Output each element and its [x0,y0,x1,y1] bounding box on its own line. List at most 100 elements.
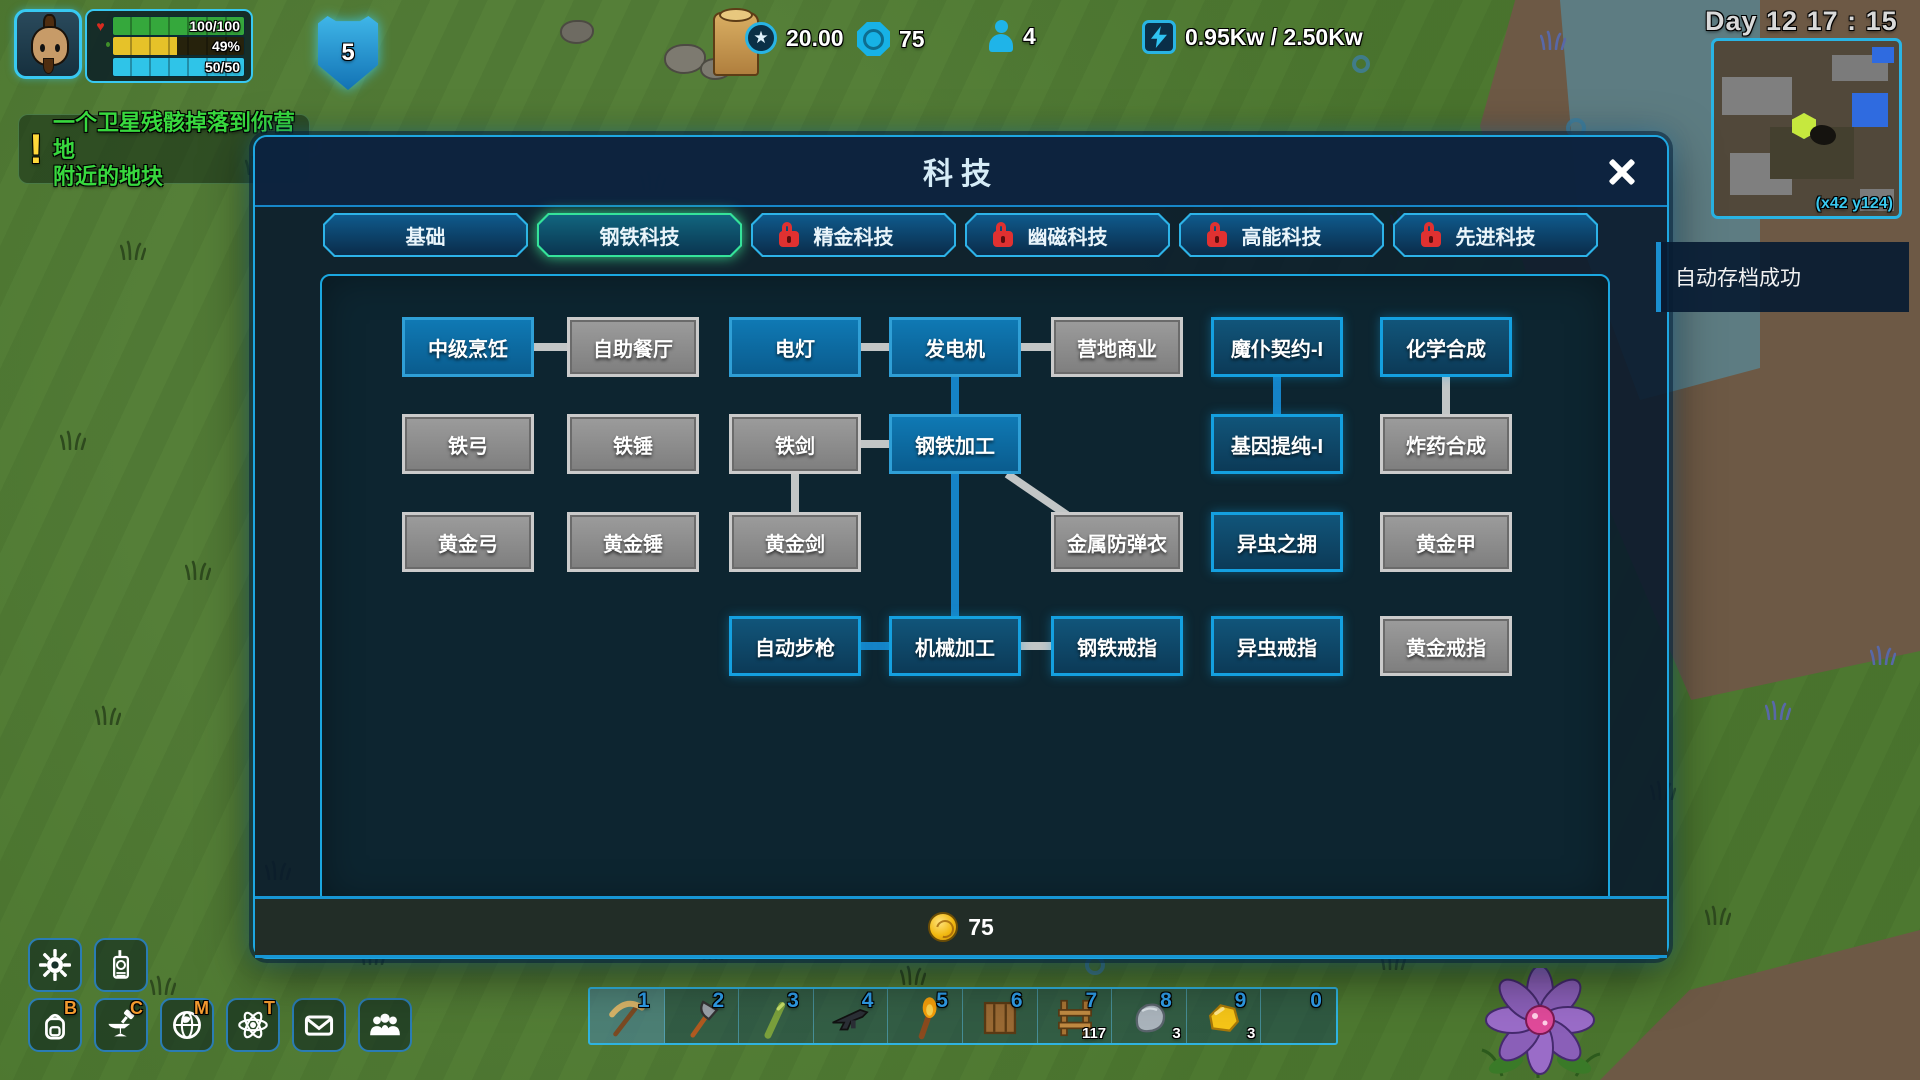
tech-node-黄金甲[interactable]: 黄金甲 [1380,512,1512,572]
slot-number: 3 [787,989,799,1012]
tech-node-发电机[interactable]: 发电机 [889,317,1021,377]
item-count: 3 [1172,1025,1181,1042]
tech-node-基因提纯-I[interactable]: 基因提纯-I [1211,414,1343,474]
gold-coin-icon [928,912,959,942]
tab-钢铁科技[interactable]: 钢铁科技 [537,213,742,257]
grass-tuft [1869,645,1897,666]
crafting-button[interactable]: C [94,998,148,1052]
slot-number: 1 [637,989,650,1012]
purple-flower-plant [1472,965,1608,1080]
tech-node-化学合成[interactable]: 化学合成 [1380,317,1512,377]
food-value: 49% [211,38,240,54]
settings-button[interactable] [28,938,82,992]
notification-text: 一个卫星残骸掉落到你营地 附近的地块 [53,109,296,189]
hotkey-label: B [64,998,77,1018]
population-resource: 4 [988,20,1036,52]
game-time: Day 12 17 : 15 [1705,6,1898,36]
inventory-button[interactable]: B [28,998,82,1052]
tech-node-魔仆契约-I[interactable]: 魔仆契约-I [1211,317,1343,377]
tech-node-机械加工[interactable]: 机械加工 [889,616,1021,676]
dialog-title: 科技 [923,158,999,191]
social-button[interactable] [358,998,412,1052]
slot-number: 0 [1310,989,1322,1012]
slot-number: 5 [936,989,948,1012]
population-value: 4 [1023,22,1036,49]
grass-tuft [94,705,122,726]
tech-node-电灯[interactable]: 电灯 [729,317,861,377]
toast-text: 自动存档成功 [1675,267,1801,290]
hotbar-slot-4-rifle[interactable]: 4 [814,989,889,1043]
slot-number: 2 [712,989,725,1012]
power-resource: 0.95Kw / 2.50Kw [1142,20,1363,54]
tab-基础[interactable]: 基础 [323,213,528,257]
tech-node-中级烹饪[interactable]: 中级烹饪 [402,317,534,377]
water-value: 50/50 [204,58,240,75]
slot-number: 6 [1010,989,1023,1012]
avatar-beard [43,58,54,74]
mail-button[interactable] [292,998,346,1052]
tab-label: 基础 [405,226,446,249]
tab-label: 先进科技 [1455,226,1536,249]
tech-tab-bar: 基础 钢铁科技 精金科技幽磁科技高能科技 先进科技 [323,213,1603,257]
close-icon[interactable] [1603,153,1641,191]
tech-node-铁剑[interactable]: 铁剑 [729,414,861,474]
tech-node-自动步枪[interactable]: 自动步枪 [729,616,861,676]
hotbar-slot-6-crate[interactable]: 6 [963,989,1038,1043]
hotbar-slot-3-club[interactable]: 3 [739,989,814,1043]
tech-node-营地商业[interactable]: 营地商业 [1051,317,1183,377]
slot-number: 9 [1234,989,1247,1012]
tech-node-黄金戒指[interactable]: 黄金戒指 [1380,616,1512,676]
lock-icon [779,222,799,248]
tab-精金科技[interactable]: 精金科技 [751,213,956,257]
tech-node-铁锤[interactable]: 铁锤 [567,414,699,474]
minimap-coordinates: (x42 y124) [1815,195,1893,212]
grass-tuft [1704,905,1732,926]
grass-tuft [184,560,212,581]
tech-node-钢铁戒指[interactable]: 钢铁戒指 [1051,616,1183,676]
player-avatar[interactable] [14,9,82,79]
minimap[interactable]: (x42 y124) [1711,38,1902,219]
coin-value: 75 [968,913,994,940]
health-bar: 100/100 [112,15,245,36]
tech-node-炸药合成[interactable]: 炸药合成 [1380,414,1512,474]
shield-badge: 5 [318,16,378,90]
tab-高能科技[interactable]: 高能科技 [1179,213,1384,257]
grass-tuft [59,430,87,451]
hotbar-slot-7-fence[interactable]: 7 117 [1038,989,1113,1043]
tech-node-黄金弓[interactable]: 黄金弓 [402,512,534,572]
hotkey-label: T [264,998,275,1018]
item-count: 3 [1247,1025,1256,1042]
tech-node-钢铁加工[interactable]: 钢铁加工 [889,414,1021,474]
population-icon [988,20,1014,52]
heart-icon: ♥ [96,17,105,34]
hotbar-slot-0[interactable]: 0 [1261,989,1336,1043]
water-bar: 50/50 [112,56,245,77]
dialog-footer: 75 [255,896,1667,958]
tech-node-铁弓[interactable]: 铁弓 [402,414,534,474]
tab-label: 钢铁科技 [599,226,680,249]
hotbar-slot-1-pickaxe[interactable]: 1 [590,989,665,1043]
grass-tuft [119,240,147,261]
slot-number: 7 [1085,989,1098,1012]
tech-node-异虫戒指[interactable]: 异虫戒指 [1211,616,1343,676]
gem-value: 75 [899,25,925,52]
tech-node-自助餐厅[interactable]: 自助餐厅 [567,317,699,377]
map-button[interactable]: M [160,998,214,1052]
tech-node-金属防弹衣[interactable]: 金属防弹衣 [1051,512,1183,572]
health-value: 100/100 [189,17,240,34]
tab-幽磁科技[interactable]: 幽磁科技 [965,213,1170,257]
hotkey-label: C [130,998,143,1018]
tech-button[interactable]: T [226,998,280,1052]
grass-tuft [899,965,927,986]
hotbar-slot-2-axe[interactable]: 2 [665,989,740,1043]
tab-先进科技[interactable]: 先进科技 [1393,213,1598,257]
tech-node-黄金剑[interactable]: 黄金剑 [729,512,861,572]
tech-node-异虫之拥[interactable]: 异虫之拥 [1211,512,1343,572]
hotbar-slot-5-torch[interactable]: 5 [888,989,963,1043]
detector-button[interactable] [94,938,148,992]
tech-node-黄金锤[interactable]: 黄金锤 [567,512,699,572]
item-count: 117 [1081,1025,1107,1042]
